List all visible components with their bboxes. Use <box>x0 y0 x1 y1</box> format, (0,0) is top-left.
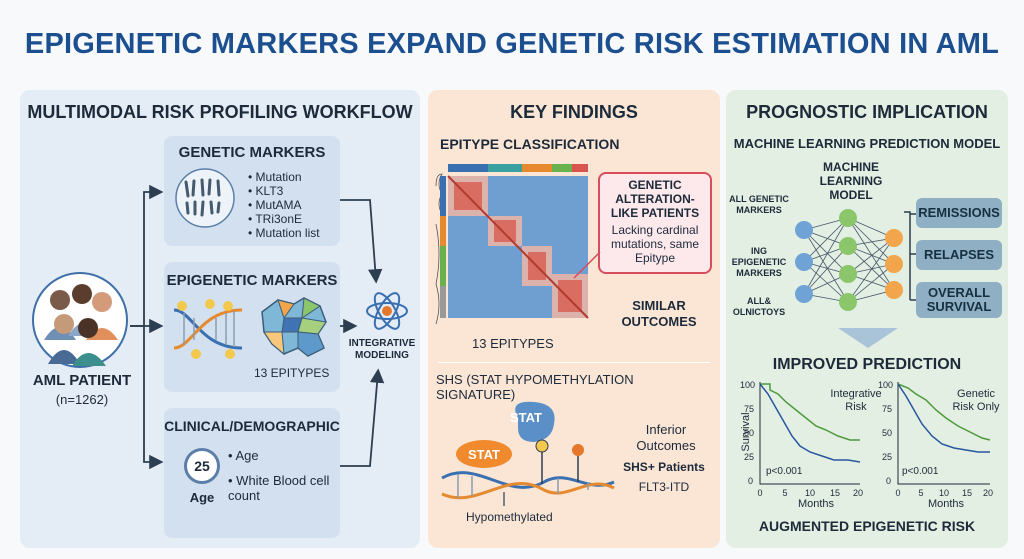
p-value: p<0.001 <box>766 466 803 477</box>
hypomethylated-label: Hypomethylated <box>466 510 553 524</box>
x-tick: 5 <box>918 488 923 498</box>
patient-group-icon <box>32 272 128 368</box>
clinical-title: CLINICAL/DEMOGRAPHIC <box>164 418 340 434</box>
integrative-high-curve <box>760 383 860 441</box>
workflow-heading: MULTIMODAL RISK PROFILING WORKFLOW <box>27 102 413 122</box>
x-tick: 0 <box>895 488 900 498</box>
patient-count: (n=1262) <box>55 392 109 407</box>
callout-title: GENETIC ALTERATION-LIKE PATIENTS <box>610 178 700 220</box>
shs-patients: SHS+ Patients <box>623 460 705 474</box>
page-title: EPIGENETIC MARKERS EXPAND GENETIC RISK E… <box>24 28 1000 60</box>
genetic-markers-title: GENETIC MARKERS <box>178 144 326 161</box>
heatmap-caption: 13 EPITYPES <box>472 336 554 351</box>
y-tick: 0 <box>886 476 891 486</box>
chromosome-icon <box>175 168 235 228</box>
integrative-low-curve <box>759 383 861 463</box>
neural-network-icon <box>795 209 903 311</box>
findings-panel: KEY FINDINGS EPITYPE CLASSIFICATION 13 E… <box>428 90 720 548</box>
prognostic-panel: PROGNOSTIC IMPLICATION MACHINE LEARNING … <box>726 90 1008 548</box>
genetic-marker-item: • Mutation list <box>248 226 320 240</box>
clinical-item: • White Blood cell count <box>228 473 330 503</box>
x-axis-label: Months <box>927 498 965 510</box>
genetic-marker-list: • Mutation • KLT3 • MutAMA • TRi3onE • M… <box>248 170 320 240</box>
y-tick: 75 <box>744 404 754 414</box>
epitype-map-icon <box>261 297 327 357</box>
x-tick: 10 <box>805 488 815 498</box>
genetic-marker-item: • MutAMA <box>248 198 302 212</box>
y-tick: 50 <box>882 428 892 438</box>
plot-label-integrative: Integrative Risk <box>830 388 882 413</box>
patient-label: AML PATIENT <box>32 372 132 389</box>
epitypes-caption: 13 EPITYPES <box>254 366 330 380</box>
similar-outcomes: SIMILAR OUTCOMES <box>621 298 697 329</box>
epigenetic-markers-box: EPIGENETIC MARKERS 13 EPITYPES <box>164 262 340 392</box>
survival-plots: 100 75 50 25 0 100 75 50 25 0 0 5 10 15 20 0 5 10 15 20 <box>740 380 993 498</box>
y-tick: 100 <box>740 380 755 390</box>
clinical-box: CLINICAL/DEMOGRAPHIC 25 Age • Age • Whit… <box>164 408 340 538</box>
epitype-heatmap <box>435 164 589 325</box>
y-tick: 50 <box>744 428 754 438</box>
clinical-list: • Age • White Blood cell count <box>228 448 334 503</box>
input-label: ING EPIGENETIC MARKERS <box>731 246 787 278</box>
epigenetic-markers-title: EPIGENETIC MARKERS <box>166 272 338 289</box>
workflow-arrows <box>130 184 385 470</box>
inferior-outcomes: Inferior Outcomes <box>636 422 696 453</box>
down-arrow-icon <box>838 328 898 348</box>
age-badge-label: Age <box>189 490 215 505</box>
genetic-marker-item: • Mutation <box>248 170 302 184</box>
callout-pointer <box>573 251 601 279</box>
genetic-high-curve <box>897 383 991 441</box>
genetic-markers-box: GENETIC MARKERS • Mutation • KLT3 • MutA… <box>164 136 340 246</box>
stat-label-top: STAT <box>509 410 542 425</box>
clinical-item: • Age <box>228 448 259 463</box>
callout-text: Lacking cardinal mutations, same Epitype <box>610 223 700 265</box>
model-title: MACHINE LEARNING PREDICTION MODEL <box>733 136 1001 151</box>
y-tick: 100 <box>878 380 893 390</box>
plot-label-genetic: Genetic Risk Only <box>952 388 1000 413</box>
x-tick: 15 <box>962 488 972 498</box>
stat-label-orange: STAT <box>467 447 500 462</box>
x-tick: 20 <box>983 488 993 498</box>
x-tick: 10 <box>939 488 949 498</box>
genetic-marker-item: • TRi3onE <box>248 212 303 226</box>
x-tick: 15 <box>830 488 840 498</box>
y-tick: 25 <box>744 452 754 462</box>
output-relapses: RELAPSES <box>916 240 1002 270</box>
dna-icon <box>173 299 243 359</box>
epitype-title: EPITYPE CLASSIFICATION <box>440 136 620 152</box>
stat-dna-illustration <box>441 401 615 506</box>
x-tick: 0 <box>757 488 762 498</box>
y-axis-label: Survival <box>740 412 752 452</box>
improved-prediction: IMPROVED PREDICTION <box>772 356 962 373</box>
y-tick: 0 <box>748 476 753 486</box>
input-label: ALL& OLNICTOYS <box>732 296 786 317</box>
augmented-risk: AUGMENTED EPIGENETIC RISK <box>758 518 976 534</box>
output-bracket <box>904 211 911 300</box>
x-axis-label: Months <box>797 498 835 510</box>
genetic-low-curve <box>897 383 990 453</box>
input-label: ALL GENETIC MARKERS <box>729 194 789 215</box>
findings-heading: KEY FINDINGS <box>510 102 638 122</box>
y-tick: 25 <box>882 452 892 462</box>
y-tick: 75 <box>882 404 892 414</box>
integrative-modeling-label: INTEGRATIVE MODELING <box>348 338 416 361</box>
flt3-label: FLT3-ITD <box>638 480 690 494</box>
section-divider <box>438 362 710 363</box>
age-badge: 25 <box>184 448 220 484</box>
output-overall-survival: OVERALL SURVIVAL <box>916 282 1002 318</box>
x-tick: 20 <box>853 488 863 498</box>
callout-box: GENETIC ALTERATION-LIKE PATIENTS Lacking… <box>598 172 712 274</box>
workflow-panel: MULTIMODAL RISK PROFILING WORKFLOW GENET… <box>20 90 420 548</box>
output-remissions: REMISSIONS <box>916 198 1002 228</box>
ml-label: MACHINE LEARNING MODEL <box>819 160 883 202</box>
prognostic-heading: PROGNOSTIC IMPLICATION <box>746 102 988 122</box>
genetic-marker-item: • KLT3 <box>248 184 284 198</box>
shs-title: SHS (STAT HYPOMETHYLATION SIGNATURE) <box>436 372 634 402</box>
p-value: p<0.001 <box>902 466 939 477</box>
atom-icon <box>366 292 408 330</box>
x-tick: 5 <box>782 488 787 498</box>
